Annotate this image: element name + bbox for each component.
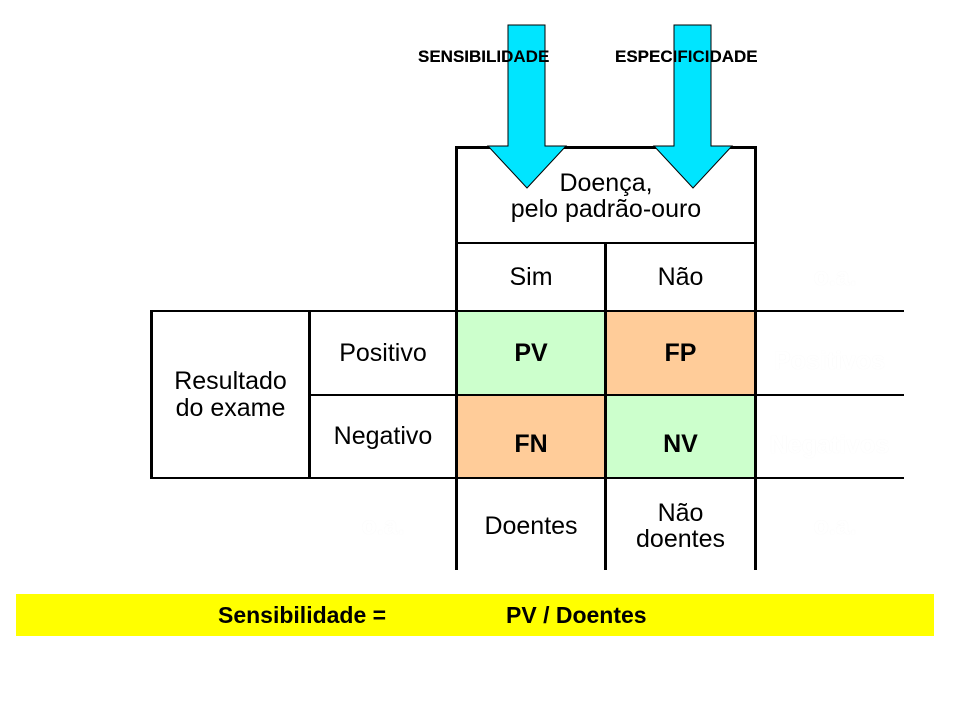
cell-nv-fill: [606, 395, 755, 477]
not-sick-line2: doentes: [636, 525, 725, 553]
cell-false-positive: FP: [664, 338, 697, 367]
row-header-line1: Resultado: [174, 367, 287, 396]
total-positives: Positivos: [773, 346, 886, 375]
specificity-arrow-icon: [652, 24, 734, 189]
grid-hline-bottom: [150, 477, 904, 479]
row-label-negative: Negativo: [333, 422, 433, 451]
column-header-no: Não: [657, 263, 704, 292]
column-header-yes: Sim: [509, 263, 553, 292]
formula-bar: Sensibilidade = PV / Doentes: [16, 594, 934, 636]
grid-vline-col1-left: [455, 244, 458, 570]
cell-fp-fill: [606, 312, 755, 395]
grid-vline-left-outer: [150, 310, 153, 479]
header-box-top: [455, 146, 757, 149]
not-sick-line1: Não: [657, 498, 704, 527]
row-header-exam-result: Resultado do exame: [153, 312, 308, 477]
header-box-right: [754, 146, 757, 244]
formula-expression: PV / Doentes: [506, 602, 647, 628]
cell-false-negative: FN: [514, 430, 548, 459]
total-sick: Doentes: [484, 511, 578, 540]
grid-vline-col-divider: [604, 244, 607, 570]
cell-fn-fill: [457, 395, 606, 477]
sensitivity-arrow-icon: [486, 24, 568, 189]
bottom-left-other: o.a.: [361, 511, 405, 540]
grid-vline-col2-right: [754, 244, 757, 570]
disease-label: Doença,: [559, 168, 653, 197]
column-header-other: o.a.: [813, 263, 857, 291]
gold-standard-label: pelo padrão-ouro: [510, 195, 702, 223]
formula-label: Sensibilidade =: [218, 602, 387, 628]
total-negatives: Negativos: [769, 430, 890, 459]
total-not-sick: Não doentes: [607, 482, 754, 570]
cell-true-positive: PV: [514, 338, 548, 367]
specificity-label-overlay: ESPECIFICIDADE: [615, 47, 758, 66]
row-header-line2: do exame: [175, 393, 286, 422]
cell-pv-fill: [457, 312, 606, 395]
grid-hline-top: [150, 310, 904, 312]
sensitivity-label-overlay: SENSIBILIDADE: [418, 47, 550, 66]
row-label-positive: Positivo: [339, 338, 427, 367]
header-box-left: [455, 146, 458, 244]
cell-true-negative: NV: [663, 430, 698, 459]
grid-hline-middle: [308, 394, 904, 396]
gold-standard-header: Doença, pelo padrão-ouro: [458, 150, 754, 242]
header-box-bottom: [455, 242, 757, 244]
bottom-corner-other: o.a.: [813, 511, 857, 540]
